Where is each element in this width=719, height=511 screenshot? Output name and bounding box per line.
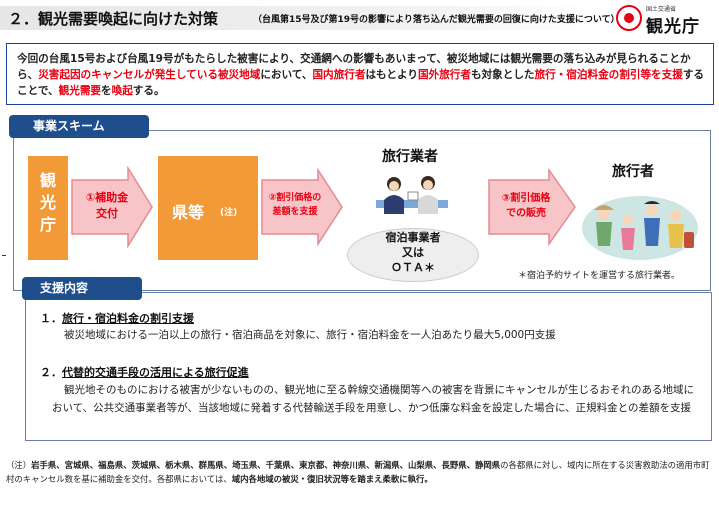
staff-illustration-icon — [376, 176, 448, 214]
support-item-2-heading: ２．代替的交通手段の活用による旅行促進 — [40, 366, 249, 379]
support-label: 支援内容 — [22, 277, 142, 300]
jta-emblem-icon — [616, 5, 642, 31]
ota-note: ＊宿泊予約サイトを運営する旅行業者。 — [518, 271, 681, 281]
prefecture-note: (注) — [220, 208, 238, 218]
logo-ministry: 国土交通省 — [646, 6, 677, 13]
subsidy-arrow-label: ①補助金交付 — [85, 191, 129, 220]
support-item-1-body: 被災地域における一泊以上の旅行・宿泊商品を対象に、旅行・宿泊料金を一人泊あたり最… — [64, 329, 556, 341]
discount-sale-arrow — [488, 168, 576, 246]
page-title: ２．観光需要喚起に向けた対策 — [8, 10, 219, 28]
kanko-char-3: 庁 — [39, 215, 56, 234]
subsidy-arrow — [71, 166, 153, 248]
traveler-title: 旅行者 — [612, 164, 654, 180]
lodging-oval — [347, 228, 479, 282]
page-subtitle: （台風第15号及び第19号の影響により落ち込んだ観光需要の回復に向けた支援につい… — [253, 15, 620, 25]
jta-logo: 国土交通省 観光庁 — [616, 3, 716, 37]
support-item-2-body: 観光地そのものにおける被害が少ないものの、観光地に至る幹線交通機関等への被害を背… — [52, 384, 694, 414]
logo-agency: 観光庁 — [646, 17, 700, 37]
discount-sale-arrow-label: ③割引価格での販売 — [501, 193, 551, 219]
travel-agency-title: 旅行業者 — [382, 149, 438, 165]
prefecture-label: 県等 — [172, 203, 205, 222]
scheme-label: 事業スキーム — [9, 115, 149, 138]
edge-mark — [2, 255, 6, 256]
support-item-1-heading: １．旅行・宿泊料金の割引支援 — [40, 312, 194, 325]
prefecture-box: 県等 (注) — [158, 156, 258, 260]
kanko-char-2: 光 — [39, 193, 56, 212]
footnote: （注）岩手県、宮城県、福島県、茨城県、栃木県、群馬県、埼玉県、千葉県、東京都、神… — [6, 460, 710, 484]
header: ２．観光需要喚起に向けた対策 （台風第15号及び第19号の影響により落ち込んだ観… — [0, 0, 719, 37]
discount-support-arrow — [261, 168, 343, 246]
kanko-char-1: 観 — [39, 171, 56, 190]
kanko-agency-box: 観 光 庁 — [28, 156, 68, 260]
intro-text: 今回の台風15号および台風19号がもたらした被害により、交通網への影響もあいまっ… — [17, 53, 705, 97]
support-frame — [25, 292, 712, 441]
discount-support-arrow-label: ②割引価格の差額を支援 — [268, 193, 322, 217]
intro-box: 今回の台風15号および台風19号がもたらした被害により、交通網への影響もあいまっ… — [6, 43, 714, 105]
traveler-illustration-icon — [582, 196, 698, 260]
header-band — [0, 6, 600, 30]
